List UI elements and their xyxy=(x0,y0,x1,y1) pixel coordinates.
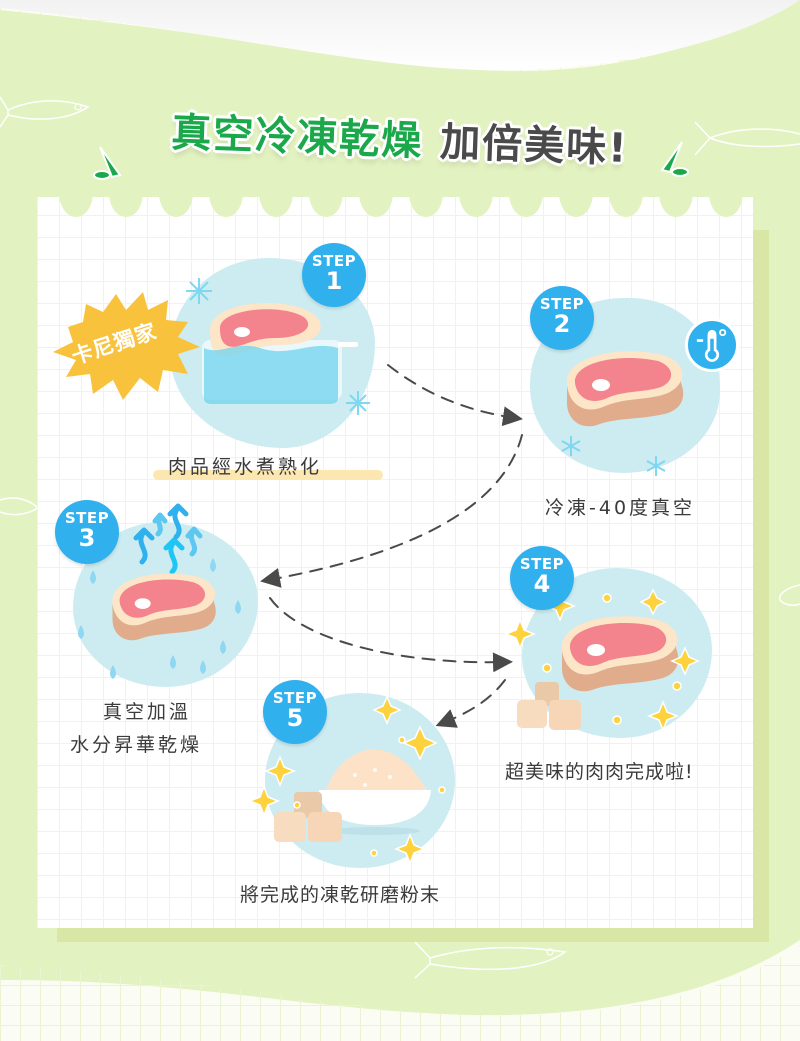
starburst-icon xyxy=(53,292,200,400)
step-1-caption: 肉品經水煮熟化 xyxy=(168,456,323,478)
fish-icon xyxy=(414,941,567,979)
step-1-badge: STEP 1 xyxy=(302,243,366,307)
freeze-dried-cubes-icon xyxy=(274,792,342,842)
caption-highlight xyxy=(153,470,383,480)
title-green-text: 真空冷凍乾燥 xyxy=(170,110,424,165)
sparkle-stars-icon xyxy=(247,695,446,866)
title-dark-text: 加倍美味! xyxy=(439,119,630,172)
step-3-caption-line1: 真空加溫 xyxy=(103,701,192,723)
scallop-edge xyxy=(37,193,753,217)
step-5-badge: STEP 5 xyxy=(263,680,327,744)
meat-icon xyxy=(112,573,216,641)
fish-icon xyxy=(778,584,800,606)
water-drops-icon xyxy=(78,558,241,679)
exclaim-marks-left-icon xyxy=(93,146,122,180)
fish-icon xyxy=(0,96,90,128)
fish-icon xyxy=(694,121,800,156)
top-grey-wave xyxy=(0,0,800,71)
powder-bowl-icon xyxy=(319,749,431,835)
freeze-dried-cubes-icon xyxy=(517,682,581,730)
step-3-badge: STEP 3 xyxy=(55,500,119,564)
exclaim-marks-right-icon xyxy=(660,141,689,177)
step-4-caption: 超美味的肉肉完成啦! xyxy=(505,761,694,783)
snowflake-icon xyxy=(561,436,581,456)
sparkle-icon xyxy=(186,278,212,304)
frozen-meat-icon xyxy=(566,351,684,427)
banner-title: 真空冷凍乾燥 加倍美味! xyxy=(0,100,800,190)
sparkle-stars-icon xyxy=(503,588,700,733)
rising-steam-icon xyxy=(133,503,203,575)
meat-icon xyxy=(561,616,679,692)
thermometer-icon xyxy=(685,318,739,372)
sparkle-icon xyxy=(346,391,370,415)
step-4-badge: STEP 4 xyxy=(510,546,574,610)
step-2-caption: 冷凍-40度真空 xyxy=(545,497,696,519)
step-2-badge: STEP 2 xyxy=(530,286,594,350)
step-3-caption-line2: 水分昇華乾燥 xyxy=(70,734,203,756)
snowflake-icon xyxy=(646,456,666,476)
meat-in-water-pot-icon xyxy=(202,303,358,404)
fish-icon xyxy=(0,497,40,516)
step-5-caption: 將完成的凍乾研磨粉末 xyxy=(240,884,441,906)
